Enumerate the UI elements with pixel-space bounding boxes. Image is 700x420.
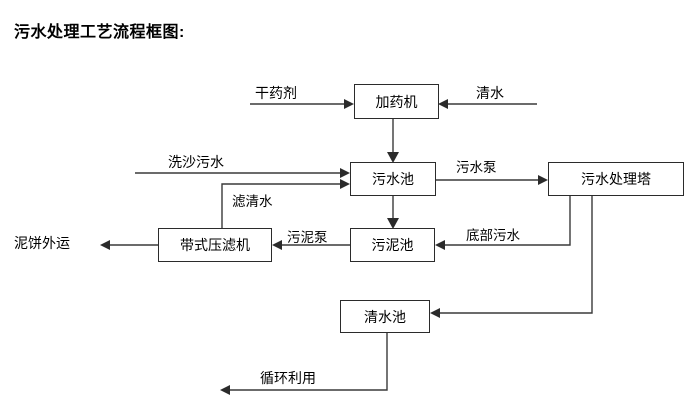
arrowhead-sludge-pump bbox=[272, 240, 282, 250]
node-wastewater-pool[interactable]: 污水池 bbox=[350, 162, 436, 196]
arrowhead-filtered-clear-water bbox=[340, 179, 350, 189]
arrowhead-recycle bbox=[220, 385, 230, 395]
node-dosing-machine[interactable]: 加药机 bbox=[354, 84, 439, 119]
edge-label-wastewater-pump: 污水泵 bbox=[456, 160, 497, 175]
io-label-mud-cake-out: 泥饼外运 bbox=[14, 235, 70, 251]
node-treatment-tower[interactable]: 污水处理塔 bbox=[548, 162, 684, 196]
arrowhead-mudcake bbox=[100, 240, 110, 250]
arrowhead-to-clearwater-pool bbox=[430, 308, 440, 318]
edge-label-bottom-wastewater: 底部污水 bbox=[466, 228, 520, 243]
node-belt-filter-press[interactable]: 带式压滤机 bbox=[158, 228, 272, 262]
io-label-dry-chemical: 干药剂 bbox=[255, 85, 297, 101]
arrowhead-sandwash bbox=[340, 168, 350, 178]
node-clearwater-pool[interactable]: 清水池 bbox=[340, 300, 430, 333]
edge-tower-to-clearwater-pool bbox=[436, 196, 593, 314]
edge-label-filtered-clear-water: 滤清水 bbox=[232, 194, 273, 209]
arrowhead-to-sludge-pool bbox=[387, 218, 399, 229]
edge-bottom-wastewater bbox=[441, 196, 571, 246]
edge-filtered-clear-water bbox=[221, 183, 344, 228]
io-label-sand-wash-wastewater: 洗沙污水 bbox=[168, 154, 224, 170]
page-title: 污水处理工艺流程框图: bbox=[14, 24, 185, 41]
arrowhead-bottom-wastewater bbox=[435, 240, 445, 250]
arrowhead-dosing-down bbox=[387, 152, 399, 163]
edge-clearwater-to-recycle bbox=[226, 333, 388, 391]
arrowhead-wastewater-pump bbox=[538, 175, 548, 185]
arrowhead-dry-chemical bbox=[344, 99, 354, 109]
arrowhead-clean-water bbox=[438, 99, 448, 109]
node-sludge-pool[interactable]: 污泥池 bbox=[350, 228, 435, 262]
edge-label-sludge-pump: 污泥泵 bbox=[287, 230, 328, 245]
io-label-recycle-use: 循环利用 bbox=[260, 370, 316, 386]
io-label-clean-water: 清水 bbox=[476, 85, 504, 101]
